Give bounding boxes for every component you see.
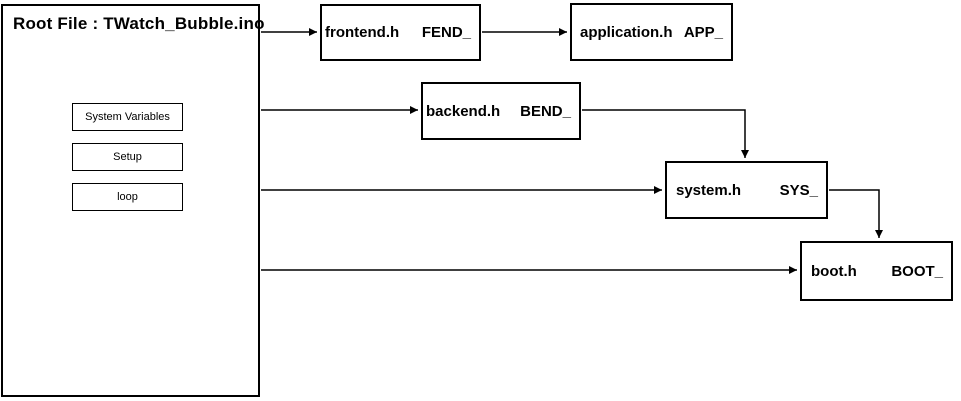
node-frontend-h: frontend.h FEND_ [320, 4, 481, 61]
section-box-loop: loop [72, 183, 183, 211]
root-file-box: Root File : TWatch_Bubble.ino System Var… [1, 4, 264, 397]
node-backend-h: backend.h BEND_ [421, 82, 581, 140]
node-file-label: boot.h [811, 262, 857, 280]
section-box-system-variables: System Variables [72, 103, 183, 131]
node-file-label: application.h [580, 23, 673, 41]
node-prefix-label: BOOT_ [891, 262, 943, 280]
section-box-setup: Setup [72, 143, 183, 171]
node-file-label: frontend.h [325, 24, 400, 41]
node-file-label: system.h [676, 181, 742, 199]
node-prefix-label: BEND_ [520, 102, 571, 120]
node-application-h: application.h APP_ [570, 3, 733, 61]
node-system-h: system.h SYS_ [665, 161, 828, 219]
root-file-title: Root File : TWatch_Bubble.ino [13, 14, 265, 33]
section-label-loop: loop [117, 191, 138, 203]
node-file-label: backend.h [426, 102, 501, 120]
connector-backend-system [582, 109, 749, 158]
node-prefix-label: SYS_ [779, 181, 818, 199]
section-label-setup: Setup [113, 151, 142, 163]
connector-system-boot [829, 189, 883, 238]
section-label-system-variables: System Variables [85, 111, 170, 123]
node-prefix-label: APP_ [683, 23, 723, 41]
node-boot-h: boot.h BOOT_ [800, 241, 953, 301]
node-prefix-label: FEND_ [421, 24, 471, 41]
